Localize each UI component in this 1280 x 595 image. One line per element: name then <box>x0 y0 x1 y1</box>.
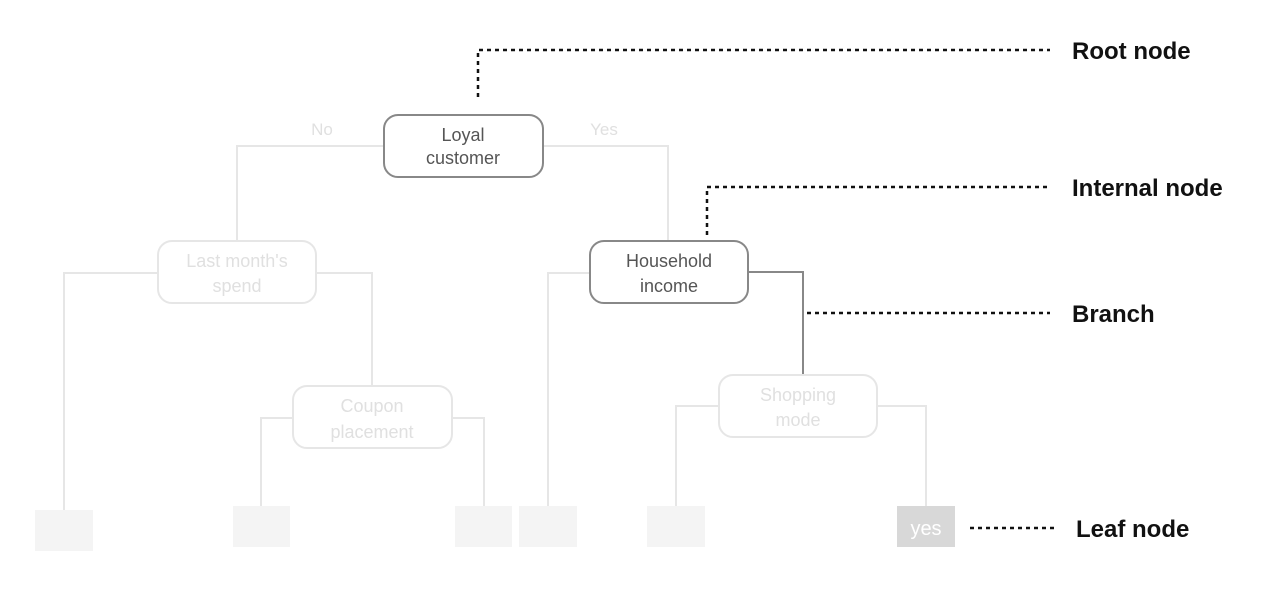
callout-root-line <box>476 48 1050 97</box>
leaf-node <box>233 506 290 547</box>
branch-highlighted <box>748 271 804 374</box>
root-node-label-line2: customer <box>426 148 500 168</box>
shopping-mode-box <box>718 374 878 438</box>
branch-last-month-right <box>316 272 373 385</box>
branch-no-line <box>236 145 384 241</box>
branch-coupon-left <box>260 417 293 506</box>
shopping-mode-node: Shopping mode <box>718 374 878 438</box>
leaf-node-highlighted <box>897 506 955 547</box>
branch-last-month-left <box>63 272 158 510</box>
faded-connectors <box>63 145 927 510</box>
household-income-label-line1: Household <box>626 251 712 271</box>
leaf-node <box>519 506 577 547</box>
coupon-placement-node: Coupon placement <box>292 385 453 449</box>
last-month-spend-label-line1: Last month's <box>186 251 288 271</box>
legend-branch: Branch <box>1072 301 1155 328</box>
root-node-box <box>383 114 544 178</box>
shopping-mode-label-line1: Shopping <box>760 385 836 405</box>
household-income-node: Household income <box>589 240 749 304</box>
last-month-spend-node: Last month's spend <box>157 240 317 304</box>
shopping-mode-label-line2: mode <box>775 410 820 430</box>
leaf-node <box>35 510 93 551</box>
last-month-spend-box <box>157 240 317 304</box>
branch-yes-line <box>543 145 669 241</box>
branch-yes-label: Yes <box>590 120 618 139</box>
coupon-placement-box <box>292 385 453 449</box>
branch-coupon-right <box>452 417 485 506</box>
legend-leaf-node: Leaf node <box>1076 516 1189 543</box>
household-income-label-line2: income <box>640 276 698 296</box>
leaf-nodes: yes <box>35 506 955 551</box>
legend-internal-node: Internal node <box>1072 175 1223 202</box>
root-node-label-line1: Loyal <box>441 125 484 145</box>
callout-lines <box>476 48 1058 530</box>
leaf-node <box>647 506 705 547</box>
branch-shopping-right <box>877 405 927 506</box>
branch-household-left <box>547 272 590 506</box>
coupon-placement-label-line2: placement <box>330 422 413 442</box>
branch-shopping-left <box>675 405 719 506</box>
last-month-spend-label-line2: spend <box>212 276 261 296</box>
root-node: Loyal customer <box>383 114 544 178</box>
leaf-node <box>455 506 512 547</box>
coupon-placement-label-line1: Coupon <box>340 396 403 416</box>
household-income-box <box>589 240 749 304</box>
legend-root-node: Root node <box>1072 38 1191 65</box>
callout-internal-line <box>705 185 1050 235</box>
branch-no-label: No <box>311 120 333 139</box>
leaf-node-yes-label: yes <box>910 518 941 540</box>
